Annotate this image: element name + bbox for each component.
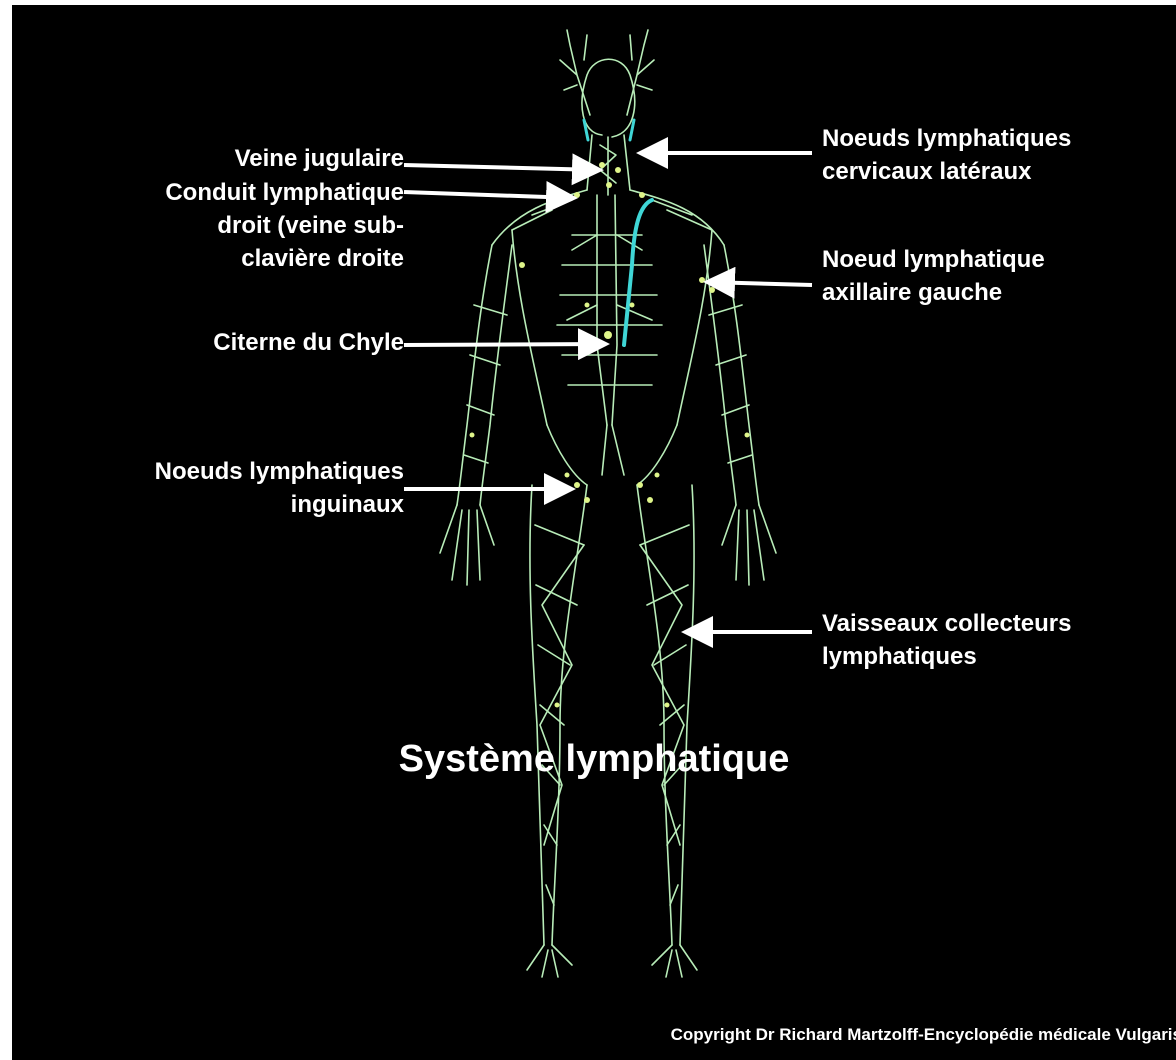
label-noeud-lymphatique-axillaire-gauche: Noeud lymphatique axillaire gauche <box>822 243 1045 309</box>
label-line: Noeud lymphatique <box>822 243 1045 276</box>
label-line: Veine jugulaire <box>235 142 404 175</box>
label-line: Citerne du Chyle <box>213 326 404 359</box>
arrow-conduit-lymphatique-droit <box>404 192 574 198</box>
label-line: lymphatiques <box>822 640 1072 673</box>
label-conduit-lymphatique-droit: Conduit lymphatique droit (veine sub- cl… <box>165 176 404 275</box>
lymphatic-diagram: Veine jugulaire Conduit lymphatique droi… <box>12 5 1176 1060</box>
label-line: inguinaux <box>155 488 404 521</box>
arrow-citerne-du-chyle <box>404 344 606 345</box>
diagram-title: Système lymphatique <box>12 737 1176 781</box>
label-veine-jugulaire: Veine jugulaire <box>235 142 404 175</box>
label-noeuds-lymphatiques-inguinaux: Noeuds lymphatiques inguinaux <box>155 455 404 521</box>
lymph-vessel-network <box>440 30 776 977</box>
label-line: droit (veine sub- <box>165 209 404 242</box>
label-line: Vaisseaux collecteurs <box>822 607 1072 640</box>
label-noeuds-lymphatiques-cervicaux-lateraux: Noeuds lymphatiques cervicaux latéraux <box>822 122 1071 188</box>
label-citerne-du-chyle: Citerne du Chyle <box>213 326 404 359</box>
label-line: Noeuds lymphatiques <box>822 122 1071 155</box>
arrow-noeud-lymphatique-axillaire-gauche <box>707 282 812 285</box>
label-line: cervicaux latéraux <box>822 155 1071 188</box>
copyright-notice: Copyright Dr Richard Martzolff-Encyclopé… <box>671 1023 1176 1047</box>
arrow-veine-jugulaire <box>404 165 600 170</box>
label-line: Noeuds lymphatiques <box>155 455 404 488</box>
label-line: Conduit lymphatique <box>165 176 404 209</box>
lymph-nodes <box>470 162 750 708</box>
label-line: axillaire gauche <box>822 276 1045 309</box>
label-line: clavière droite <box>165 242 404 275</box>
thoracic-duct <box>624 200 652 345</box>
label-vaisseaux-collecteurs-lymphatiques: Vaisseaux collecteurs lymphatiques <box>822 607 1072 673</box>
label-arrows <box>404 153 812 632</box>
